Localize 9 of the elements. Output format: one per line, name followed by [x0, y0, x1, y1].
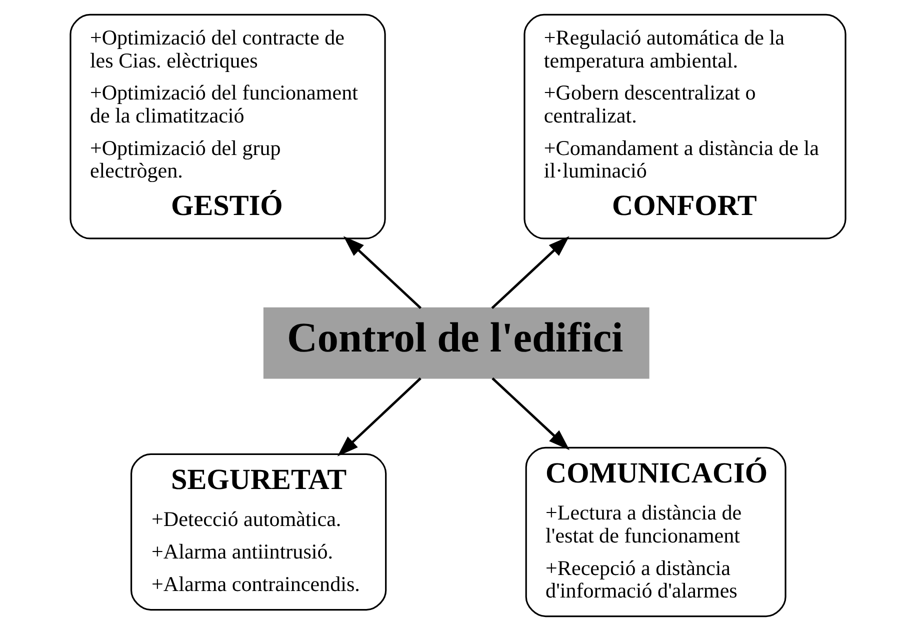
node-box: +Regulació automática de la temperatura ambiental. +Gobern descentralizat o centralizat. +Comandament a distància de la il·luminació CONFORT [524, 14, 846, 240]
node-box: COMUNICACIÓ +Lectura a distància de l'estat de funcionament +Recepció a distància d'informació d'alarmes [525, 446, 786, 618]
node-box: +Optimizació del contracte de les Cias. elèctriques +Optimizació del funcionament de la climatització +Optimizació del grup electrògen. GESTIÓ [70, 14, 386, 240]
arrow [491, 236, 570, 310]
arrow [492, 377, 570, 450]
arrow [337, 377, 422, 456]
arrow [343, 236, 422, 310]
node-box: Control de l'edifici [263, 307, 650, 379]
node-box: SEGURETAT +Detecció automàtica. +Alarma antiintrusió. +Alarma contraincendis. [130, 453, 387, 611]
